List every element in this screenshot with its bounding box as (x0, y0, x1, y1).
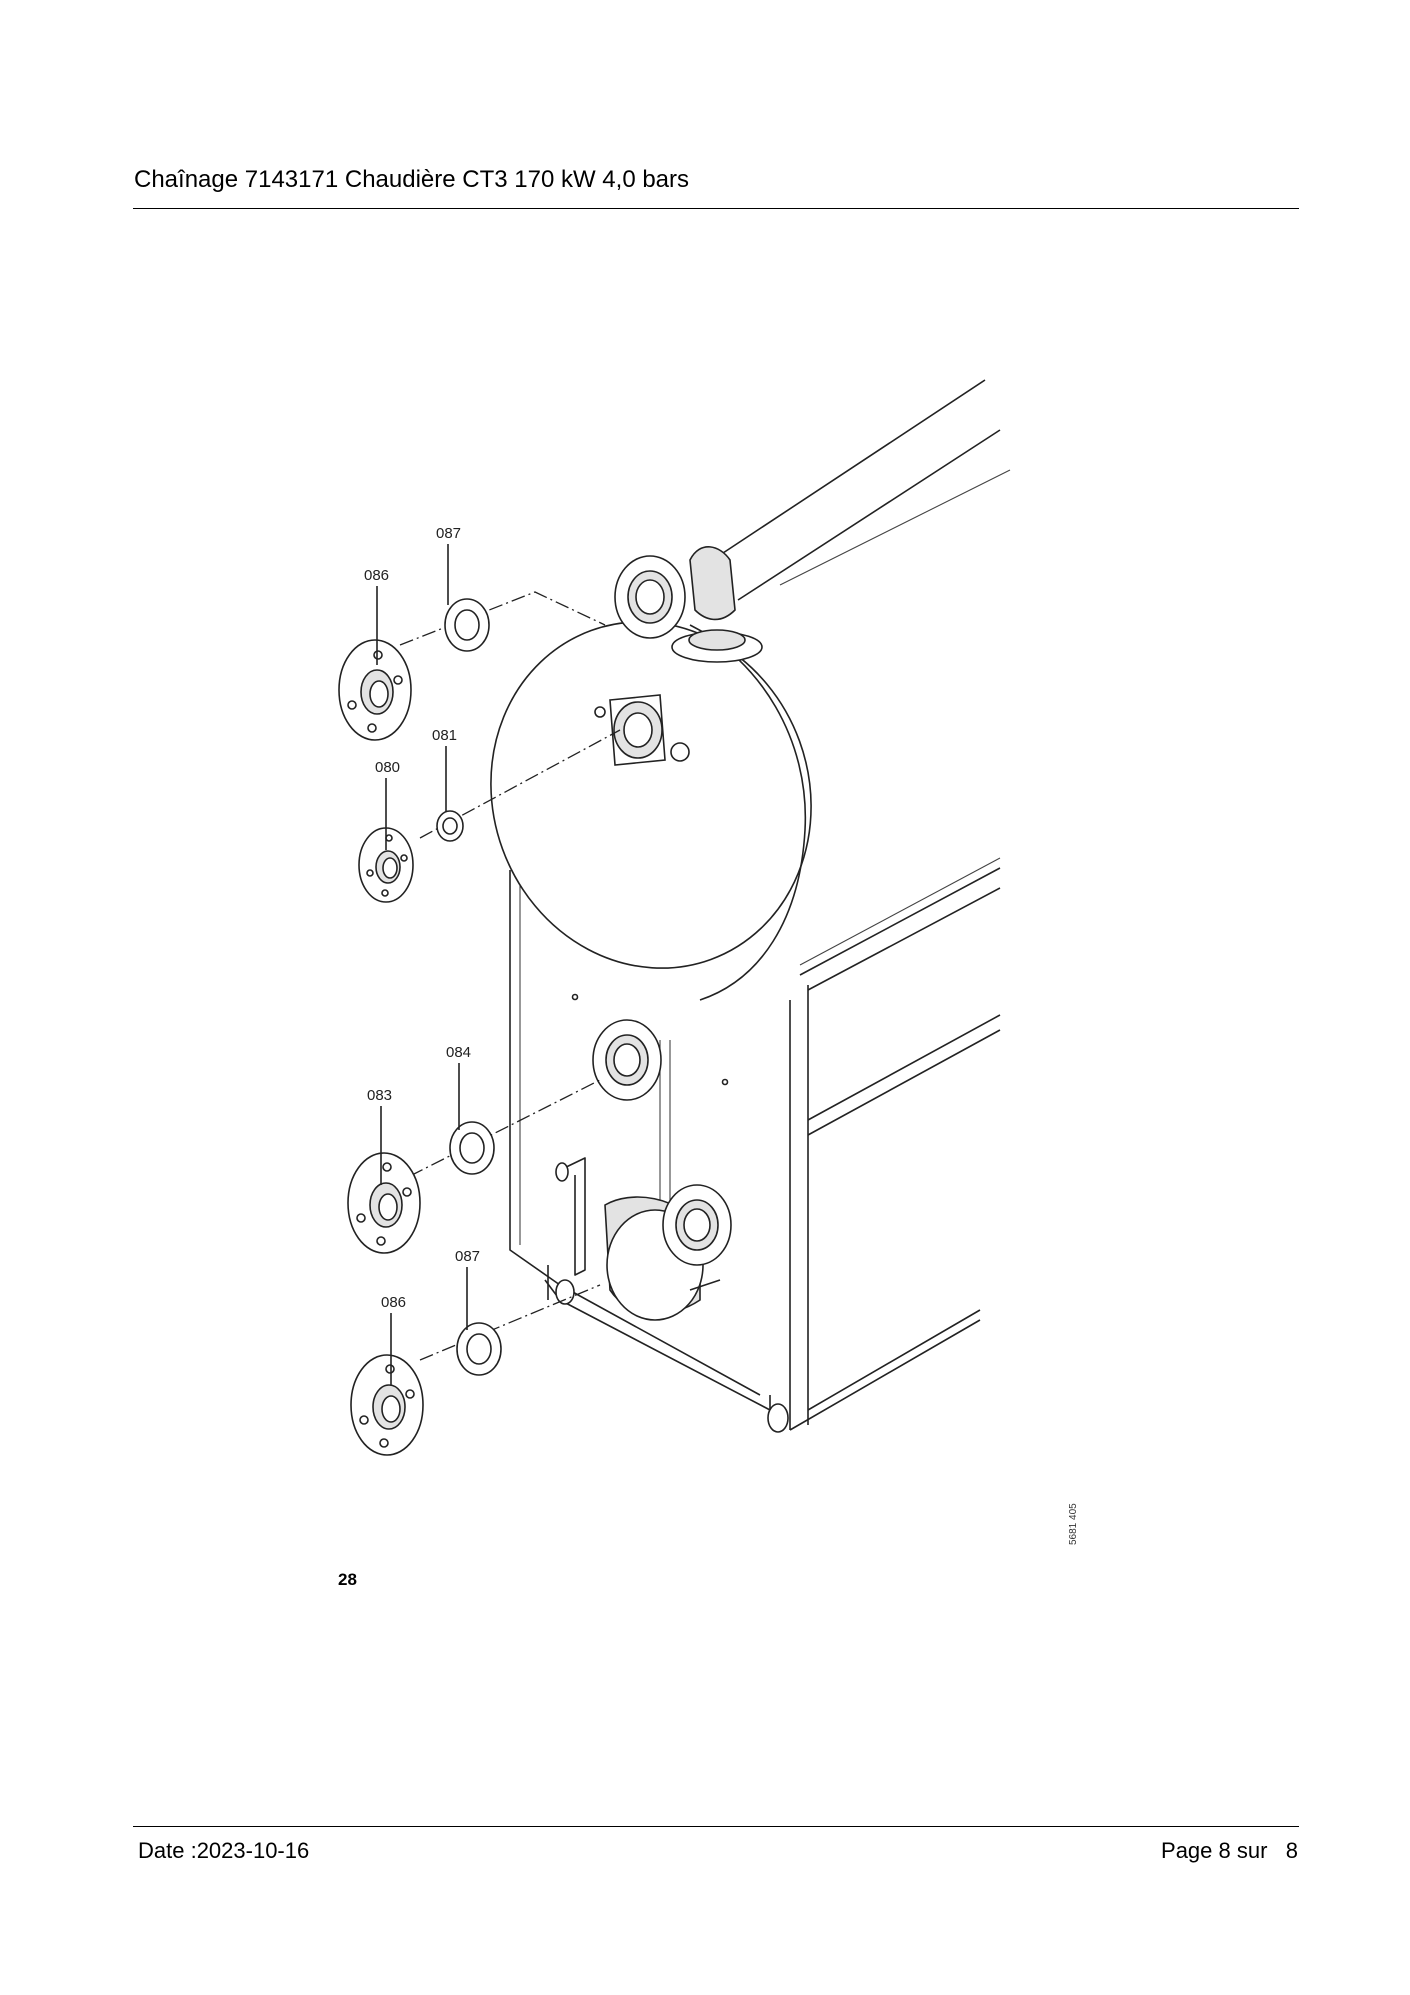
footer-date: Date :2023-10-16 (138, 1838, 310, 1863)
callout-081: 081 (432, 727, 457, 744)
part-084-gasket (449, 1121, 495, 1175)
callout-083: 083 (367, 1087, 392, 1104)
part-087-bottom-gasket (456, 1322, 502, 1376)
callout-084: 084 (446, 1044, 471, 1061)
part-087-top-gasket (444, 598, 490, 652)
footer-page-number: Page 8 sur 8 (1161, 1838, 1298, 1863)
drawing-reference: 5681 405 (1068, 1503, 1079, 1545)
footer-divider (133, 1826, 1299, 1827)
part-086-bottom-flange (350, 1354, 424, 1456)
part-083-flange (347, 1152, 421, 1254)
figure-number: 28 (338, 1570, 357, 1589)
callout-086-top: 086 (364, 567, 389, 584)
part-081-gasket (436, 810, 464, 842)
part-080-flange (358, 827, 414, 903)
callout-087-top: 087 (436, 525, 461, 542)
page-title: Chaînage 7143171 Chaudière CT3 170 kW 4,… (134, 166, 690, 193)
callout-087-bottom: 087 (455, 1248, 480, 1265)
header-divider (133, 208, 1299, 209)
part-086-top-flange (338, 639, 412, 741)
leader-lines (376, 544, 468, 1385)
callout-080: 080 (375, 759, 400, 776)
callout-086-bottom: 086 (381, 1294, 406, 1311)
boiler-body (490, 379, 1011, 1433)
